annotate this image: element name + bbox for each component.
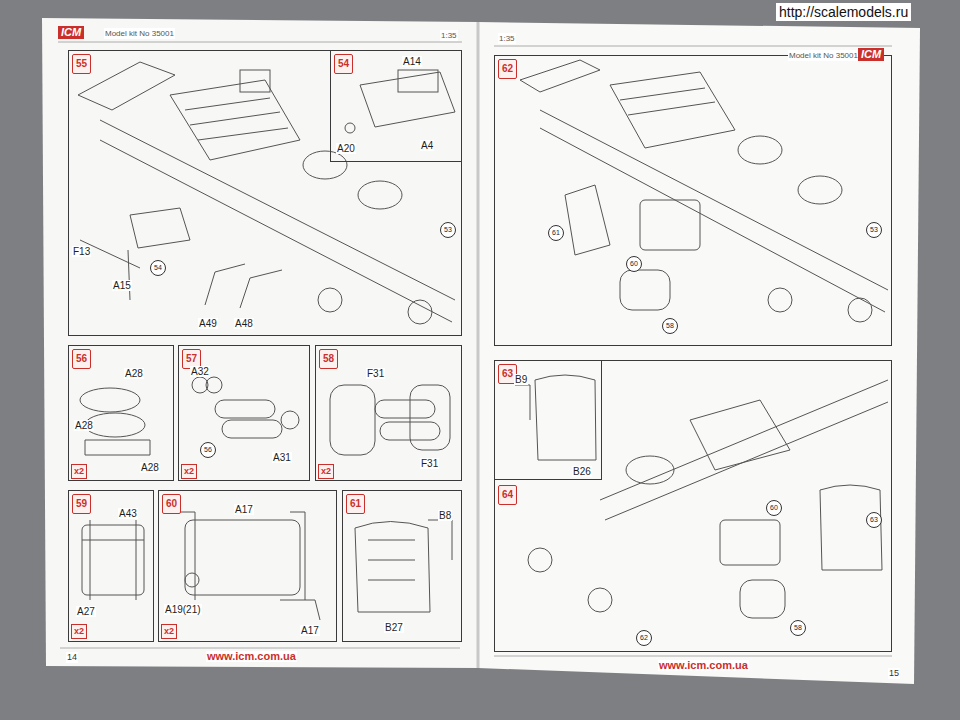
callout-number: 54	[150, 260, 166, 276]
step-panel: 56	[68, 345, 174, 481]
step-panel: 58	[315, 345, 462, 481]
step-number: 60	[162, 494, 181, 514]
step-number: 56	[72, 349, 91, 369]
part-number: B8	[438, 510, 452, 521]
quantity-mark: x2	[71, 624, 87, 639]
part-number: F13	[72, 246, 91, 257]
page-number: 15	[888, 668, 900, 679]
step-number: 62	[498, 59, 517, 79]
callout-number: 63	[866, 512, 882, 528]
step-panel: 63	[494, 360, 602, 480]
part-number: A14	[402, 56, 422, 67]
scale-text: 1:35	[440, 30, 458, 41]
callout-number: 58	[662, 318, 678, 334]
part-number: A27	[76, 606, 96, 617]
page-number: 14	[66, 652, 78, 663]
part-number: A31	[272, 452, 292, 463]
callout-number: 53	[866, 222, 882, 238]
part-number: F31	[366, 368, 385, 379]
step-panel: 55 54	[68, 50, 462, 336]
part-number: F31	[420, 458, 439, 469]
part-number: A19(21)	[164, 604, 202, 615]
callout-number: 61	[548, 225, 564, 241]
callout-number: 60	[626, 256, 642, 272]
part-number: A28	[74, 420, 94, 431]
callout-number: 53	[440, 222, 456, 238]
callout-number: 58	[790, 620, 806, 636]
step-number: 58	[319, 349, 338, 369]
part-number: B27	[384, 622, 404, 633]
website-url: www.icm.com.ua	[658, 660, 749, 671]
part-number: A17	[300, 625, 320, 636]
step-number: 54	[334, 54, 353, 74]
part-number: A15	[112, 280, 132, 291]
part-number: A32	[190, 366, 210, 377]
watermark: http://scalemodels.ru	[776, 3, 911, 21]
website-url: www.icm.com.ua	[206, 651, 297, 662]
step-panel: 62	[494, 55, 892, 346]
brand-logo: ICM	[858, 48, 884, 61]
quantity-mark: x2	[181, 464, 197, 479]
part-number: B9	[514, 374, 528, 385]
callout-number: 62	[636, 630, 652, 646]
part-number: A20	[336, 143, 356, 154]
part-number: A17	[234, 504, 254, 515]
step-number: 61	[346, 494, 365, 514]
step-number: 64	[498, 485, 517, 505]
kit-number: Model kit No 35001	[104, 28, 175, 39]
part-number: A48	[234, 318, 254, 329]
part-number: A43	[118, 508, 138, 519]
step-panel: 64 63	[494, 360, 892, 652]
part-number: A4	[420, 140, 434, 151]
step-panel: 59	[68, 490, 154, 642]
callout-number: 56	[200, 442, 216, 458]
kit-number: Model kit No 35001	[788, 50, 859, 61]
part-number: B26	[572, 466, 592, 477]
quantity-mark: x2	[318, 464, 334, 479]
part-number: A49	[198, 318, 218, 329]
step-number: 55	[72, 54, 91, 74]
callout-number: 60	[766, 500, 782, 516]
step-number: 59	[72, 494, 91, 514]
scale-text: 1:35	[498, 33, 516, 44]
brand-logo: ICM	[58, 26, 84, 39]
quantity-mark: x2	[71, 464, 87, 479]
part-number: A28	[124, 368, 144, 379]
quantity-mark: x2	[161, 624, 177, 639]
part-number: A28	[140, 462, 160, 473]
